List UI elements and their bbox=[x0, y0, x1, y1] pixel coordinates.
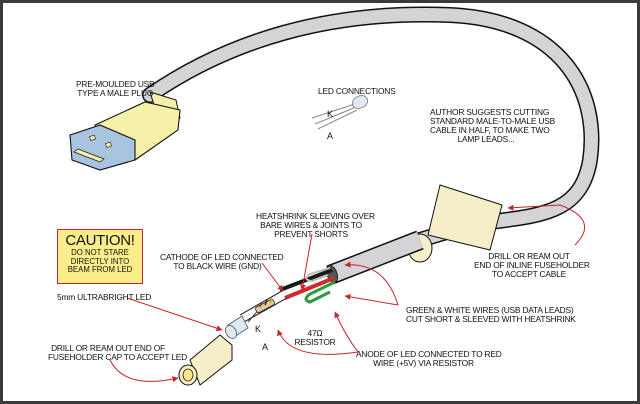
label-cathode: CATHODE OF LED CONNECTED TO BLACK WIRE (… bbox=[160, 252, 284, 271]
caution-box: CAUTION! DO NOT STARE DIRECTLY INTO BEAM… bbox=[57, 229, 143, 284]
label-drill-inline: DRILL OR REAM OUT END OF INLINE FUSEHOLD… bbox=[474, 251, 590, 279]
label-line: CUT SHORT & SLEEVED WITH HEATSHRINK bbox=[406, 314, 576, 324]
label-usb-plug: PRE-MOULDED USB TYPE A MALE PLUG bbox=[76, 79, 155, 98]
label-led-type: 5mm ULTRABRIGHT LED bbox=[57, 292, 152, 302]
label-line: AUTHOR SUGGESTS CUTTING bbox=[430, 107, 550, 117]
label-line: LAMP LEADS... bbox=[457, 134, 515, 144]
label-line: GREEN & WHITE WIRES (USB DATA LEADS) bbox=[406, 305, 574, 315]
arrow-cathode bbox=[261, 262, 284, 292]
label-heatshrink: HEATSHRINK SLEEVING OVER BARE WIRES & JO… bbox=[256, 211, 375, 239]
fuseholder-cap bbox=[178, 334, 233, 386]
usb-cable bbox=[142, 6, 600, 248]
label-led-connections: LED CONNECTIONS bbox=[318, 86, 396, 96]
label-line: PRE-MOULDED USB bbox=[76, 79, 155, 89]
label-line: FUSEHOLDER CAP TO ACCEPT LED bbox=[48, 352, 187, 362]
label-led-k-small: K bbox=[327, 109, 334, 119]
label-data-leads: GREEN & WHITE WIRES (USB DATA LEADS) CUT… bbox=[406, 306, 576, 324]
arrow-data-leads bbox=[344, 261, 399, 306]
arrow-drill-cap bbox=[109, 359, 179, 383]
arrow-drill-inline bbox=[507, 204, 585, 246]
label-line: 47Ω bbox=[307, 328, 323, 338]
label-anode: ANODE OF LED CONNECTED TO RED WIRE (+5V)… bbox=[356, 349, 502, 368]
label-line: RESISTOR bbox=[294, 337, 336, 347]
label-resistor: 47Ω RESISTOR bbox=[290, 329, 340, 347]
label-led-a-main: A bbox=[262, 342, 269, 352]
caution-title: CAUTION! bbox=[65, 232, 135, 249]
label-line: HEATSHRINK SLEEVING OVER bbox=[256, 211, 375, 221]
caution-line: DIRECTLY INTO bbox=[70, 256, 130, 266]
label-line: CATHODE OF LED CONNECTED bbox=[160, 252, 284, 262]
label-line: ANODE OF LED CONNECTED TO RED bbox=[356, 349, 502, 359]
arrow-anode bbox=[277, 329, 359, 355]
ultrabright-led bbox=[225, 315, 249, 339]
caution-line: DO NOT STARE bbox=[71, 248, 129, 257]
label-line: DRILL OR REAM OUT END OF bbox=[51, 343, 165, 353]
label-line: DRILL OR REAM OUT bbox=[488, 251, 570, 261]
label-line: STANDARD MALE-TO-MALE USB bbox=[430, 116, 555, 126]
label-author-note: AUTHOR SUGGESTS CUTTING STANDARD MALE-TO… bbox=[430, 107, 555, 144]
arrow-anode-2 bbox=[334, 311, 359, 353]
cut-cable-end bbox=[279, 230, 424, 304]
caution-line: BEAM FROM LED bbox=[67, 265, 133, 274]
label-led-a-small: A bbox=[327, 131, 334, 141]
callout-arrows bbox=[109, 204, 585, 383]
label-line: CABLE IN HALF, TO MAKE TWO bbox=[430, 125, 550, 135]
arrow-data-leads-2 bbox=[344, 293, 399, 306]
resistor bbox=[255, 297, 275, 313]
label-drill-cap: DRILL OR REAM OUT END OF FUSEHOLDER CAP … bbox=[48, 343, 187, 362]
label-led-k-main: K bbox=[255, 324, 262, 334]
arrow-led-type bbox=[126, 297, 223, 332]
label-line: WIRE (+5V) VIA RESISTOR bbox=[373, 358, 474, 368]
label-line: END OF INLINE FUSEHOLDER bbox=[474, 260, 590, 270]
label-line: BARE WIRES & JOINTS TO bbox=[260, 220, 362, 230]
usb-plug bbox=[69, 91, 181, 171]
label-line: TO ACCEPT CABLE bbox=[492, 269, 566, 279]
led-connections-diagram bbox=[311, 95, 369, 130]
arrow-heatshrink bbox=[300, 233, 313, 291]
label-line: TYPE A MALE PLUG bbox=[77, 88, 154, 98]
label-line: PREVENT SHORTS bbox=[274, 229, 348, 239]
label-line: TO BLACK WIRE (GND) bbox=[173, 261, 262, 271]
